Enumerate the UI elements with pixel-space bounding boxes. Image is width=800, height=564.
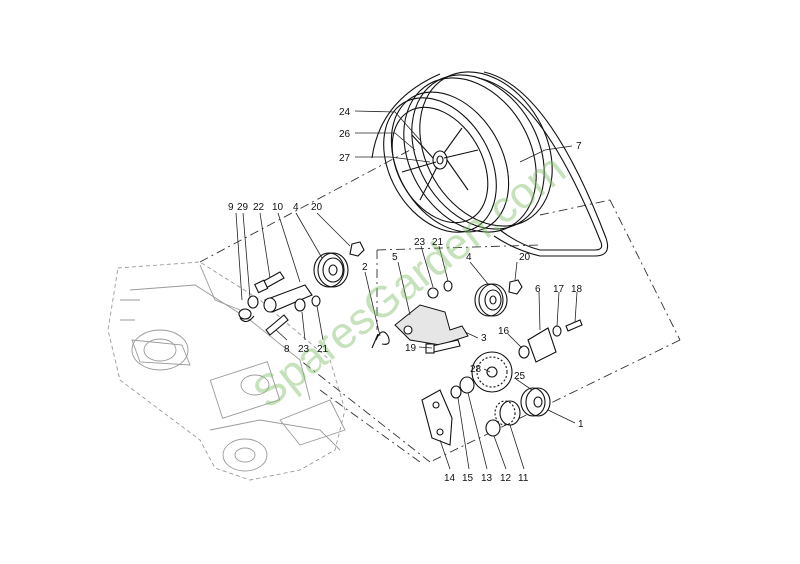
callout-7: 7 (576, 141, 582, 152)
callout-20-left: 20 (311, 202, 323, 213)
callout-17: 17 (553, 284, 565, 295)
callout-10: 10 (272, 202, 284, 213)
callout-22: 22 (253, 202, 265, 213)
drive-belt (371, 71, 609, 257)
watermark: SparesGarden.com (244, 144, 575, 418)
callout-27: 27 (339, 153, 351, 164)
callout-4-left: 4 (293, 202, 299, 213)
callout-labels: 24 26 27 7 9 29 22 10 4 20 2 8 23 21 5 2… (228, 107, 584, 484)
callout-3: 3 (481, 333, 487, 344)
callout-24: 24 (339, 107, 351, 118)
callout-21-centre: 21 (432, 237, 444, 248)
callout-23-centre: 23 (414, 237, 426, 248)
callout-18: 18 (571, 284, 583, 295)
callout-15: 15 (462, 473, 474, 484)
centre-subassembly (394, 279, 523, 354)
callout-9: 9 (228, 202, 234, 213)
engine-housing-ghost (107, 261, 346, 481)
callout-14: 14 (444, 473, 456, 484)
callout-16: 16 (498, 326, 510, 337)
callout-1: 1 (578, 419, 584, 430)
callout-4-centre: 4 (466, 252, 472, 263)
left-subassembly (238, 241, 390, 349)
callout-20-centre: 20 (519, 252, 531, 263)
callout-5: 5 (392, 252, 398, 263)
callout-6: 6 (535, 284, 541, 295)
callout-21-left: 21 (317, 344, 329, 355)
callout-19: 19 (405, 343, 417, 354)
main-pulley-wheel (383, 71, 553, 233)
callout-23-left: 23 (298, 344, 310, 355)
callout-13: 13 (481, 473, 493, 484)
callout-11: 11 (518, 473, 529, 484)
callout-12: 12 (500, 473, 512, 484)
callout-29: 29 (237, 202, 249, 213)
gear-subassembly (421, 319, 583, 446)
callout-8: 8 (284, 344, 290, 355)
callout-25: 25 (514, 371, 526, 382)
leader-lines (235, 110, 578, 470)
assembly-boundary (199, 149, 681, 463)
callout-2: 2 (362, 262, 368, 273)
callout-28: 28 (470, 364, 482, 375)
callout-26: 26 (339, 129, 351, 140)
